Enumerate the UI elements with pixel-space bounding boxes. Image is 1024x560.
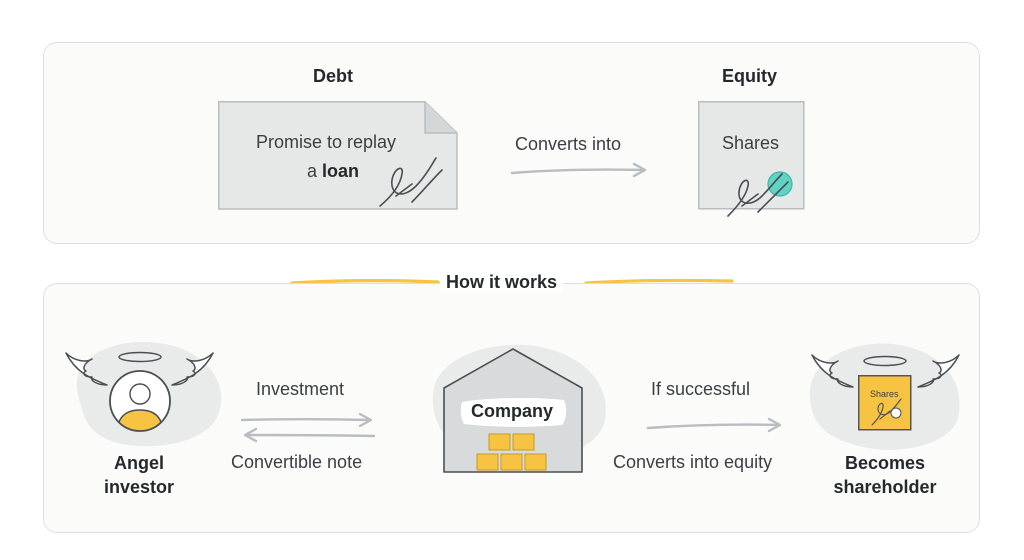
equity-doc-text: Shares — [722, 133, 780, 153]
debt-text-line1: Promise to replay — [256, 132, 397, 152]
company-label-bg — [460, 397, 567, 427]
converts-equity-arrow — [646, 417, 782, 433]
company-label: Company — [470, 401, 553, 421]
halo-icon — [118, 351, 162, 363]
halo-icon — [863, 355, 907, 367]
converts-arrow — [510, 162, 647, 178]
seal-icon — [767, 171, 793, 197]
shares-certificate-icon — [858, 375, 912, 431]
how-it-works-underline-left — [290, 279, 440, 285]
converts-into-label: Converts into — [515, 134, 622, 154]
angel-avatar-icon — [109, 370, 171, 432]
convertible-note-arrow — [243, 427, 376, 443]
debt-text-line2: a loan — [307, 161, 360, 181]
shares-badge-label: Shares — [870, 389, 899, 399]
debt-document — [218, 101, 458, 210]
shareholder-wings-icon — [811, 354, 960, 388]
angel-wings-icon — [65, 352, 214, 386]
investment-arrow — [240, 412, 373, 428]
how-it-works-title: How it works — [440, 272, 564, 293]
equity-title: Equity — [722, 66, 778, 86]
if-successful-label: If successful — [651, 379, 751, 399]
signature-icon — [727, 173, 789, 217]
investment-label: Investment — [256, 379, 345, 399]
debt-equity-panel — [43, 42, 980, 244]
debt-title: Debt — [313, 66, 353, 86]
how-it-works-underline-right — [584, 278, 734, 285]
convertible-note-label: Convertible note — [231, 452, 363, 472]
signature-icon — [379, 157, 443, 207]
converts-into-equity-label: Converts into equity — [613, 452, 773, 472]
